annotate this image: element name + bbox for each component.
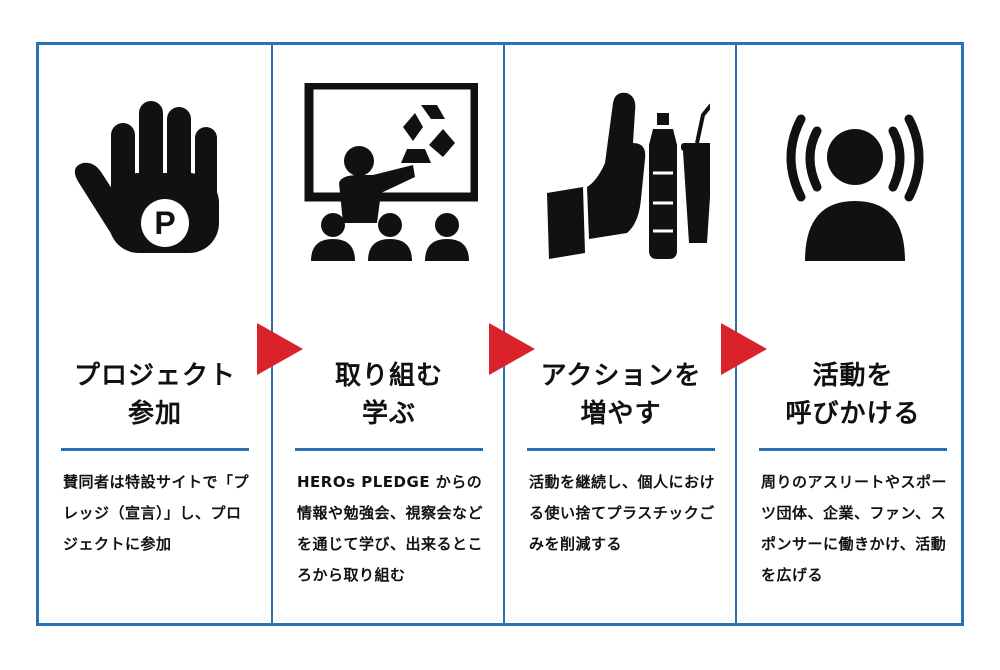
svg-text:P: P	[154, 205, 175, 241]
next-step-arrow-icon	[489, 323, 535, 375]
step-4-title-line1: 活動を	[812, 361, 894, 391]
step-4-description: 周りのアスリートやスポーツ団体、企業、ファン、スポンサーに働きかけ、活動を広げる	[761, 473, 948, 584]
refuse-plastic-icon	[547, 92, 710, 259]
step-4-title: 活動を 呼びかける	[737, 357, 969, 433]
teacher-recycle-icon	[304, 83, 478, 261]
steps-panel: P プロジェクト 参加 賛同者は特設サイトで「プレッジ（宣言）」し、プロジェクト…	[36, 42, 964, 626]
step-4: 活動を 呼びかける 周りのアスリートやスポーツ団体、企業、ファン、スポンサーに働…	[735, 45, 969, 623]
step-1-description: 賛同者は特設サイトで「プレッジ（宣言）」し、プロジェクトに参加	[63, 473, 250, 553]
step-1: P プロジェクト 参加 賛同者は特設サイトで「プレッジ（宣言）」し、プロジェクト…	[39, 45, 271, 623]
divider	[295, 448, 483, 451]
next-step-arrow-icon	[721, 323, 767, 375]
divider	[527, 448, 715, 451]
step-1-title-line1: プロジェクト	[73, 361, 236, 391]
step-3-description: 活動を継続し、個人における使い捨てプラスチックごみを削減する	[529, 473, 716, 553]
step-1-title-line2: 参加	[127, 399, 182, 429]
step-1-title: プロジェクト 参加	[39, 357, 271, 433]
step-3-title-line1: アクションを	[540, 361, 702, 391]
step-2-title-line1: 取り組む	[334, 361, 443, 391]
divider	[61, 448, 249, 451]
step-2: 取り組む 学ぶ HEROs PLEDGE からの情報や勉強会、視察会などを通じて…	[271, 45, 505, 623]
next-step-arrow-icon	[257, 323, 303, 375]
divider	[759, 448, 947, 451]
step-2-description: HEROs PLEDGE からの情報や勉強会、視察会などを通じて学び、出来るとこ…	[297, 473, 484, 584]
step-3-title: アクションを 増やす	[505, 357, 737, 433]
step-3: アクションを 増やす 活動を継続し、個人における使い捨てプラスチックごみを削減す…	[503, 45, 737, 623]
step-2-title: 取り組む 学ぶ	[273, 357, 505, 433]
step-4-title-line2: 呼びかける	[785, 399, 921, 429]
broadcast-person-icon	[786, 114, 924, 261]
step-2-title-line2: 学ぶ	[361, 399, 416, 429]
stop-hand-p-icon: P	[74, 101, 219, 253]
step-3-title-line2: 増やす	[580, 399, 662, 429]
